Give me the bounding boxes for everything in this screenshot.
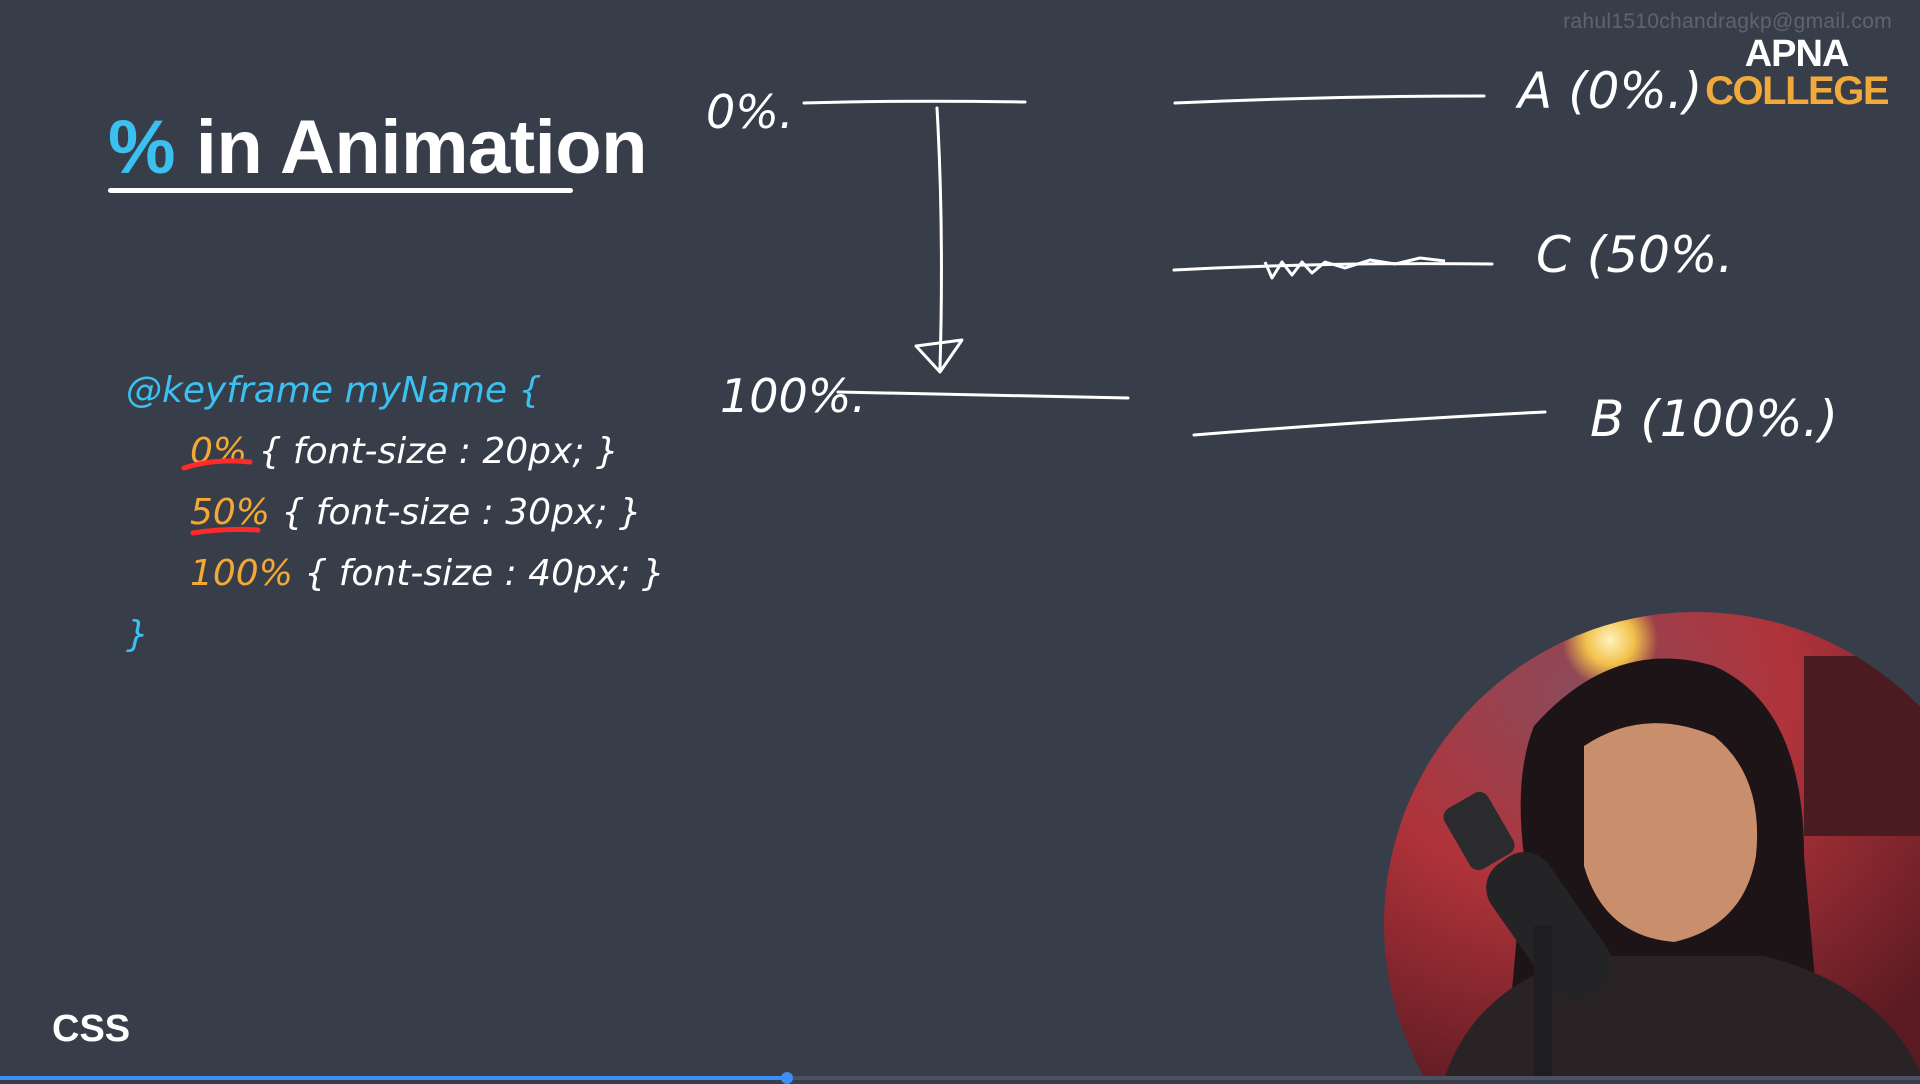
video-progress-knob[interactable] <box>781 1072 794 1084</box>
end-line <box>836 390 1130 400</box>
code-open-line: @keyframe myName { <box>126 370 542 411</box>
course-label: CSS <box>52 1008 131 1050</box>
watermark-email: rahul1510chandragkp@gmail.com <box>1563 10 1892 33</box>
rule-percent: 100% <box>190 553 293 594</box>
label-end-percent: 100%. <box>720 369 866 423</box>
red-underline-0 <box>181 458 253 471</box>
logo-line-2: COLLEGE <box>1705 69 1889 114</box>
code-close-line: } <box>126 614 149 655</box>
code-rule-1: 50% { font-size : 30px; } <box>126 482 665 543</box>
c-wave <box>1263 256 1446 280</box>
presenter-webcam <box>1384 612 1920 1080</box>
label-start-percent: 0%. <box>706 85 794 139</box>
rule-percent: 50% <box>190 492 271 533</box>
presenter-face <box>1584 723 1758 942</box>
label-c: C (50%. <box>1536 226 1733 284</box>
red-underline-1 <box>190 526 261 536</box>
label-a: A (0%.) <box>1515 62 1702 120</box>
code-block: @keyframe myName { 0% { font-size : 20px… <box>126 360 665 665</box>
rule-body: { font-size : 40px; } <box>304 553 665 594</box>
microphone-icon <box>1443 791 1612 1080</box>
b-line <box>1192 410 1547 437</box>
title-underline <box>108 188 573 193</box>
rule-body: { font-size : 30px; } <box>281 492 642 533</box>
video-progress-fill <box>0 1076 788 1080</box>
arrow-shaft <box>935 106 943 370</box>
rule-body: { font-size : 20px; } <box>258 431 619 472</box>
slide-title: % in Animation <box>108 104 648 191</box>
video-progress-bar[interactable] <box>0 1072 1920 1084</box>
code-rule-0: 0% { font-size : 20px; } <box>126 421 665 482</box>
a-line <box>1173 94 1486 105</box>
brand-logo: APNA COLLEGE <box>1705 33 1889 114</box>
logo-line-1: APNA <box>1744 33 1850 75</box>
start-line <box>802 99 1027 105</box>
label-b: B (100%.) <box>1590 390 1838 448</box>
title-text: in Animation <box>195 105 648 190</box>
shelf <box>1804 656 1920 836</box>
arrow-head <box>914 338 964 374</box>
title-symbol: % <box>108 105 176 190</box>
code-rule-2: 100% { font-size : 40px; } <box>126 543 665 604</box>
